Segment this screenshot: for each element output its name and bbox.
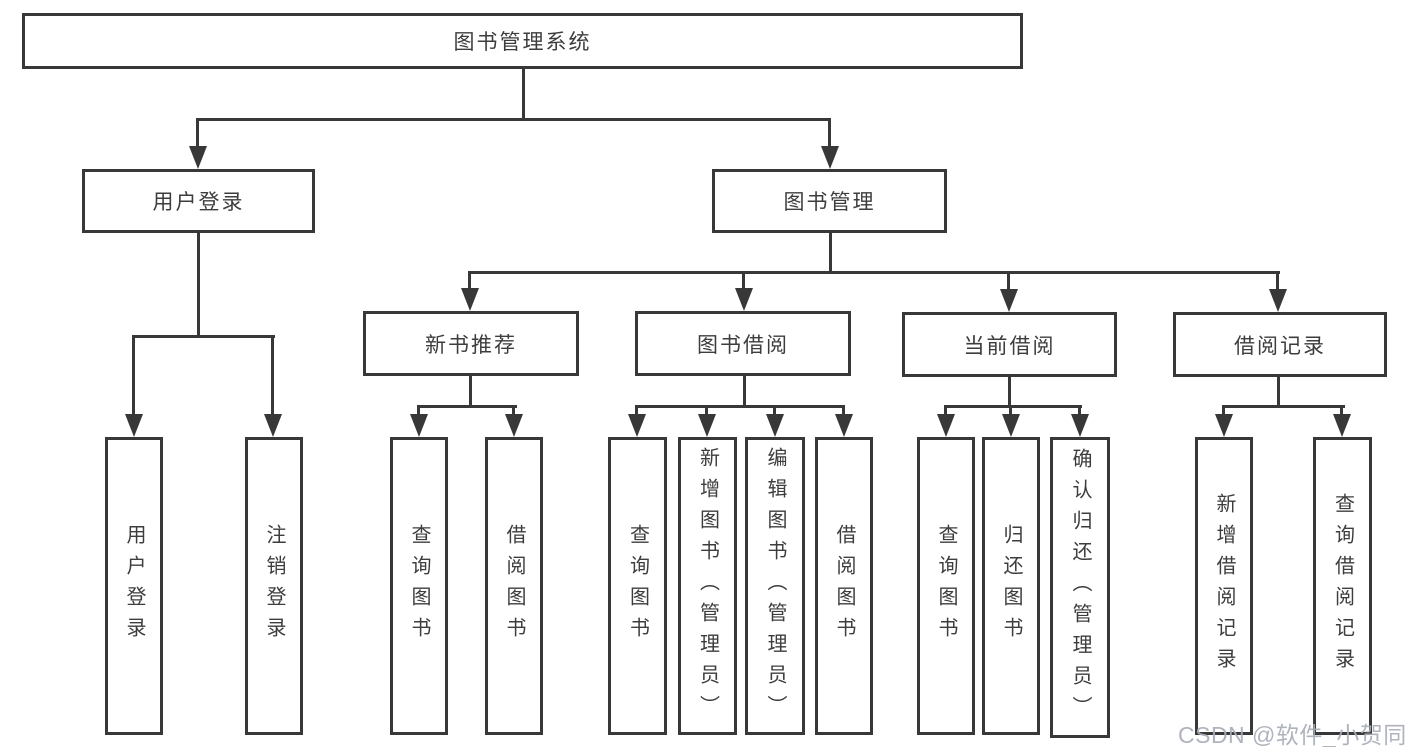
connector-line-bookmgmt-branch	[468, 271, 1280, 274]
node-label: 归还图书	[1000, 524, 1022, 648]
connector-arrow-to-query-books-recommend	[410, 405, 428, 437]
node-borrow-books-recommend: 借阅图书	[485, 437, 543, 735]
connector-arrow-to-add-books-admin	[698, 405, 716, 437]
node-label: 用户登录	[152, 191, 245, 214]
node-label: 借阅图书	[833, 524, 855, 648]
node-query-books-current: 查询图书	[917, 437, 975, 735]
node-label: 图书管理系统	[453, 31, 592, 54]
node-edit-books-admin: 编辑图书（管理员）	[745, 437, 805, 735]
connector-arrow-to-logout	[264, 335, 282, 437]
node-label: 编辑图书（管理员）	[764, 446, 786, 726]
node-book-borrow: 图书借阅	[635, 311, 851, 376]
connector-line-userlogin-branch	[132, 335, 275, 338]
node-borrow-records: 借阅记录	[1173, 312, 1387, 377]
connector-arrow-to-query-books-borrow	[628, 405, 646, 437]
connector-arrow-to-confirm-return-admin	[1071, 405, 1089, 437]
node-label: 查询图书	[626, 524, 649, 648]
connector-line-root-stem	[522, 68, 525, 121]
connector-arrow-to-return-books	[1002, 405, 1020, 437]
connector-line-newbook-stem	[469, 374, 472, 408]
connector-arrow-to-borrow-books	[835, 405, 853, 437]
node-label: 图书借阅	[697, 333, 789, 357]
connector-line-currentborrow-branch	[944, 405, 1082, 408]
node-confirm-return-admin: 确认归还（管理员）	[1050, 437, 1110, 738]
connector-line-currentborrow-stem	[1008, 376, 1011, 408]
connector-line-newbook-branch	[417, 405, 517, 408]
node-label: 当前借阅	[963, 334, 1056, 358]
connector-line-root-branch	[197, 118, 831, 121]
node-user-login-leaf: 用户登录	[105, 437, 163, 735]
node-label: 新书推荐	[425, 333, 517, 357]
connector-line-records-stem	[1277, 376, 1280, 408]
node-user-login: 用户登录	[82, 169, 315, 233]
node-label: 查询图书	[935, 524, 957, 648]
node-query-books-borrow: 查询图书	[608, 437, 667, 735]
node-add-borrow-record: 新增借阅记录	[1195, 437, 1253, 735]
node-current-borrow: 当前借阅	[902, 312, 1117, 377]
node-label: 新增图书（管理员）	[696, 446, 719, 726]
connector-arrow-to-current-borrow	[1000, 271, 1018, 312]
node-borrow-books: 借阅图书	[815, 437, 873, 735]
node-logout: 注销登录	[245, 437, 303, 735]
connector-arrow-to-query-books-current	[937, 405, 955, 437]
connector-arrow-to-user-login	[189, 118, 207, 169]
connector-line-bookmgmt-stem	[829, 233, 832, 274]
node-label: 查询借阅记录	[1331, 493, 1354, 679]
connector-arrow-to-new-book-recommend	[461, 271, 479, 311]
connector-arrow-to-book-borrow	[735, 271, 753, 311]
node-label: 用户登录	[123, 524, 145, 648]
connector-arrow-to-book-management	[821, 118, 839, 169]
node-book-management: 图书管理	[712, 169, 947, 233]
connector-arrow-to-edit-books-admin	[766, 405, 784, 437]
node-return-books: 归还图书	[982, 437, 1040, 735]
node-label: 注销登录	[263, 524, 285, 648]
watermark: CSDN @软件_小贺同学	[1178, 722, 1405, 747]
connector-arrow-to-add-borrow-record	[1215, 405, 1233, 437]
node-label: 确认归还（管理员）	[1069, 448, 1091, 727]
connector-arrow-to-borrow-books-recommend	[505, 405, 523, 437]
node-label: 图书管理	[783, 191, 876, 214]
node-label: 查询图书	[408, 524, 430, 648]
connector-line-records-branch	[1222, 405, 1345, 408]
node-add-books-admin: 新增图书（管理员）	[678, 437, 737, 735]
node-library-management-system: 图书管理系统	[22, 13, 1023, 69]
connector-arrow-to-user-login-leaf	[125, 335, 143, 437]
connector-arrow-to-query-borrow-record	[1333, 405, 1351, 437]
node-label: 借阅记录	[1234, 334, 1326, 358]
connector-line-bookborrow-stem	[743, 374, 746, 408]
node-new-book-recommend: 新书推荐	[363, 311, 579, 376]
node-label: 新增借阅记录	[1213, 493, 1235, 679]
connector-arrow-to-borrow-records	[1269, 271, 1287, 312]
node-query-books-recommend: 查询图书	[390, 437, 448, 735]
node-label: 借阅图书	[503, 524, 525, 648]
node-query-borrow-record: 查询借阅记录	[1313, 437, 1372, 735]
connector-line-bookborrow-branch	[635, 405, 845, 408]
connector-line-userlogin-stem	[197, 232, 200, 338]
